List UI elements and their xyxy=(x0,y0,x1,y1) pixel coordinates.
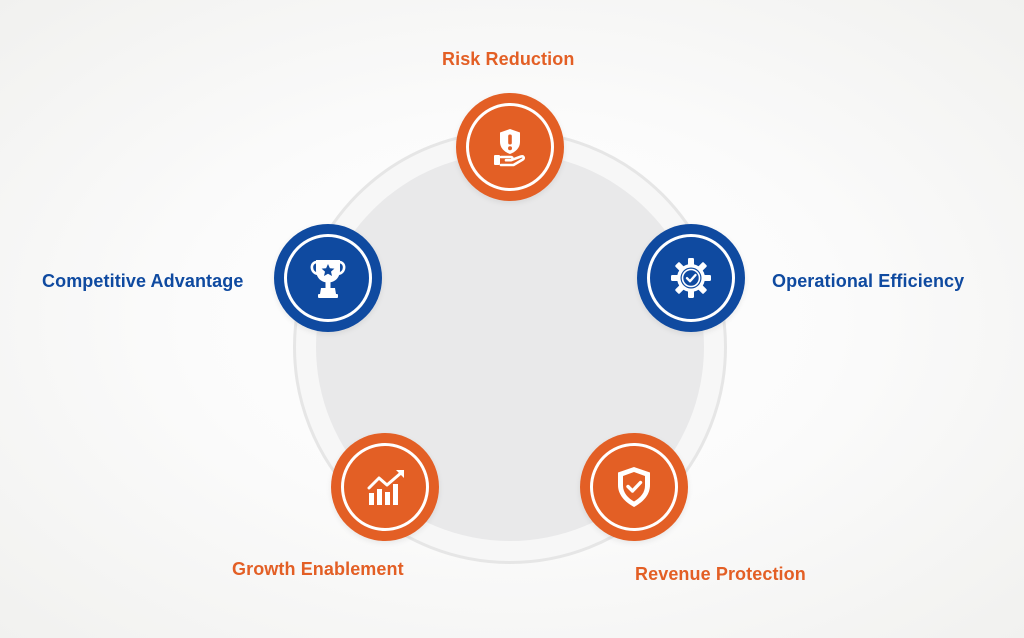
growth-enablement-label: Growth Enablement xyxy=(232,559,404,579)
revenue-protection-label: Revenue Protection xyxy=(635,564,806,584)
growth-enablement-node xyxy=(331,433,439,541)
operational-efficiency-label: Operational Efficiency xyxy=(772,271,965,291)
hand-shield-alert-icon xyxy=(494,129,526,167)
competitive-advantage-node xyxy=(274,224,382,332)
shield-check-icon xyxy=(618,467,650,507)
gear-check-icon xyxy=(671,258,711,298)
risk-reduction-label: Risk Reduction xyxy=(442,49,575,69)
operational-efficiency-node xyxy=(637,224,745,332)
revenue-protection-node xyxy=(580,433,688,541)
trophy-star-icon xyxy=(310,260,346,298)
risk-reduction-node xyxy=(456,93,564,201)
competitive-advantage-label: Competitive Advantage xyxy=(42,271,244,291)
growth-chart-icon xyxy=(367,470,404,505)
